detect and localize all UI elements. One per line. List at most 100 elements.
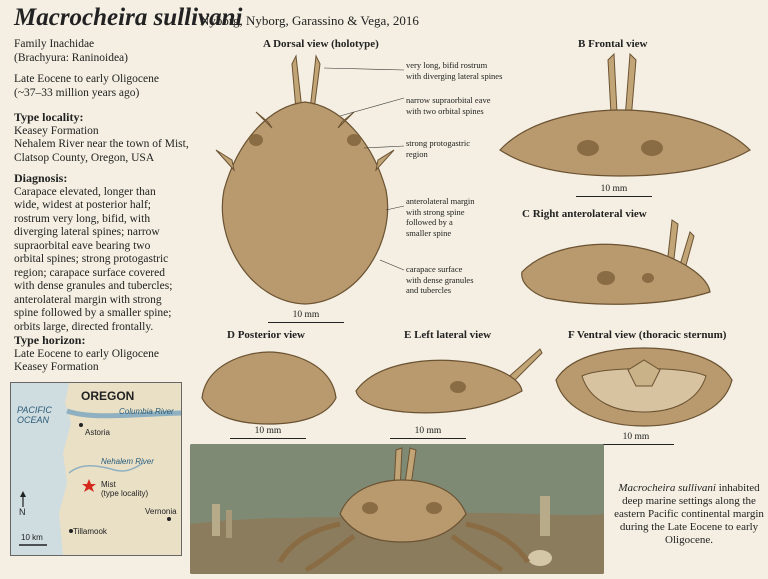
scale-line: [268, 322, 344, 323]
type-horizon-heading: Type horizon:: [14, 333, 86, 347]
habitat-reconstruction: [190, 444, 604, 574]
annotation-line: with dense granules: [406, 274, 474, 285]
scene-carapace: [339, 479, 467, 543]
leader-protogastric: [363, 145, 405, 149]
map-state-label: OREGON: [81, 389, 135, 403]
map-scale-label: 10 km: [21, 533, 43, 542]
rostrum-right-spine: [309, 54, 321, 111]
map-drawing: [11, 383, 181, 555]
scale-line: [598, 444, 674, 445]
type-horizon-line-2: Keasey Formation: [14, 361, 99, 373]
species-authors: Nyborg, Nyborg, Garassino & Vega, 2016: [200, 13, 419, 28]
annotation-line: strong protogastric: [406, 138, 470, 148]
diagnosis-line: spine followed by a smaller spine;: [14, 307, 172, 319]
family-line: Family Inachidae: [14, 38, 95, 50]
frontal-orbit-right: [641, 140, 663, 156]
annotation-protogastric: strong protogastric region: [406, 138, 470, 159]
type-locality-star: [82, 479, 96, 492]
scale-line: [576, 196, 652, 197]
rostrum-left-spine: [291, 54, 303, 111]
vernonia-dot: [167, 517, 171, 521]
map-nehalem-label: Nehalem River: [101, 457, 154, 466]
scale-label: 10 mm: [414, 426, 442, 436]
scale-bar-d: 10 mm: [230, 426, 306, 439]
ocean-label-line-1: PACIFIC: [17, 405, 52, 415]
scene-orbit-right: [426, 502, 442, 514]
annotation-line: followed by a: [406, 217, 453, 227]
leader-rostrum: [323, 67, 405, 71]
diagnosis-line: orbits large, directed frontally.: [14, 320, 154, 333]
type-horizon-line-1: Late Eocene to early Oligocene: [14, 347, 159, 360]
annotation-line: very long, bifid rostrum: [406, 60, 488, 70]
map-north-label: N: [19, 507, 26, 517]
annotation-line: anterolateral margin: [406, 196, 475, 206]
orbit-left: [249, 134, 263, 146]
c-orbit: [597, 271, 615, 285]
diagnosis-line: wide, widest at posterior half;: [14, 199, 152, 211]
c-carapace: [521, 243, 711, 305]
habitat-caption: Macrocheira sullivani inhabited deep mar…: [614, 482, 764, 547]
leader-surface: [379, 259, 405, 271]
ventral-view-illustration: [555, 347, 733, 427]
classification-block: Family Inachidae (Brachyura: Raninoidea): [14, 38, 194, 65]
panel-d-label: D Posterior view: [227, 329, 305, 341]
annotation-line: with diverging lateral spines: [406, 70, 503, 81]
map-astoria-label: Astoria: [85, 428, 110, 437]
scale-bar-e: 10 mm: [390, 426, 466, 439]
scale-label: 10 mm: [254, 426, 282, 436]
annotation-rostrum: very long, bifid rostrum with diverging …: [406, 60, 502, 81]
diagnosis-line: region; carapace surface covered: [14, 266, 165, 279]
annotation-eave: narrow supraorbital eave with two orbita…: [406, 95, 491, 116]
map-columbia-label: Columbia River: [119, 407, 174, 416]
ocean-area: [11, 383, 71, 555]
scale-label: 10 mm: [600, 184, 628, 194]
type-locality-line-2: Nehalem River near the town of Mist,: [14, 138, 189, 150]
map-tillamook-label: Tillamook: [73, 527, 107, 536]
panel-c-label: C Right anterolateral view: [522, 208, 647, 220]
north-arrow-icon: [20, 491, 26, 497]
annotation-anterolateral: anterolateral margin with strong spine f…: [406, 196, 475, 238]
annotation-line: region: [406, 148, 428, 159]
tillamook-dot: [69, 529, 73, 533]
astoria-dot: [79, 423, 83, 427]
anterolateral-view-illustration: [521, 219, 711, 305]
posterior-carapace: [201, 351, 337, 425]
age-line-1: Late Eocene to early Oligocene: [14, 73, 159, 85]
type-horizon-block: Type horizon: Late Eocene to early Oligo…: [14, 333, 200, 375]
shell: [528, 550, 552, 566]
diagnosis-line: orbital spines; strong protogastric: [14, 253, 169, 265]
diagnosis-heading: Diagnosis:: [14, 171, 68, 185]
dorsal-carapace: [221, 101, 389, 305]
nehalem-river: [68, 462, 144, 474]
caption-species: Macrocheira sullivani: [618, 482, 716, 494]
scene-legs: [277, 521, 531, 573]
posterior-view-illustration: [201, 351, 337, 425]
age-block: Late Eocene to early Oligocene (~37–33 m…: [14, 73, 194, 100]
diagnosis-block: Diagnosis: Carapace elevated, longer tha…: [14, 171, 200, 334]
annotation-line: carapace surface: [406, 264, 463, 274]
tube-worm-1: [212, 504, 220, 536]
map-mist-label: Mist (type locality): [101, 480, 148, 498]
diagnosis-line: diverging lateral spines; narrow: [14, 226, 160, 238]
annotation-line: smaller spine: [406, 227, 452, 238]
superfamily-line: (Brachyura: Raninoidea): [14, 51, 128, 64]
c-orbit-2: [642, 273, 654, 283]
type-locality-block: Type locality: Keasey Formation Nehalem …: [14, 110, 200, 165]
lateral-view-illustration: [355, 348, 543, 414]
dorsal-view-illustration: [215, 54, 395, 305]
scale-label: 10 mm: [292, 310, 320, 320]
mist-name: Mist: [101, 480, 116, 489]
caption-text: inhabited deep marine settings along the…: [614, 482, 764, 546]
scale-bar-f: 10 mm: [598, 432, 674, 445]
type-locality-line-1: Keasey Formation: [14, 124, 99, 137]
type-locality-heading: Type locality:: [14, 110, 84, 124]
tube-worm-3: [540, 496, 550, 536]
tube-worm-2: [226, 510, 232, 538]
species-title: Macrocheira sullivani: [14, 4, 243, 31]
panel-a-label: A Dorsal view (holotype): [263, 38, 379, 50]
scale-line: [390, 438, 466, 439]
annotation-surface: carapace surface with dense granules and…: [406, 264, 474, 296]
type-locality-line-3: Clatsop County, Oregon, USA: [14, 151, 155, 164]
locality-map: OREGON PACIFIC OCEAN Columbia River Asto…: [10, 382, 182, 556]
diagnosis-line: with dense granules and tubercles;: [14, 280, 173, 292]
